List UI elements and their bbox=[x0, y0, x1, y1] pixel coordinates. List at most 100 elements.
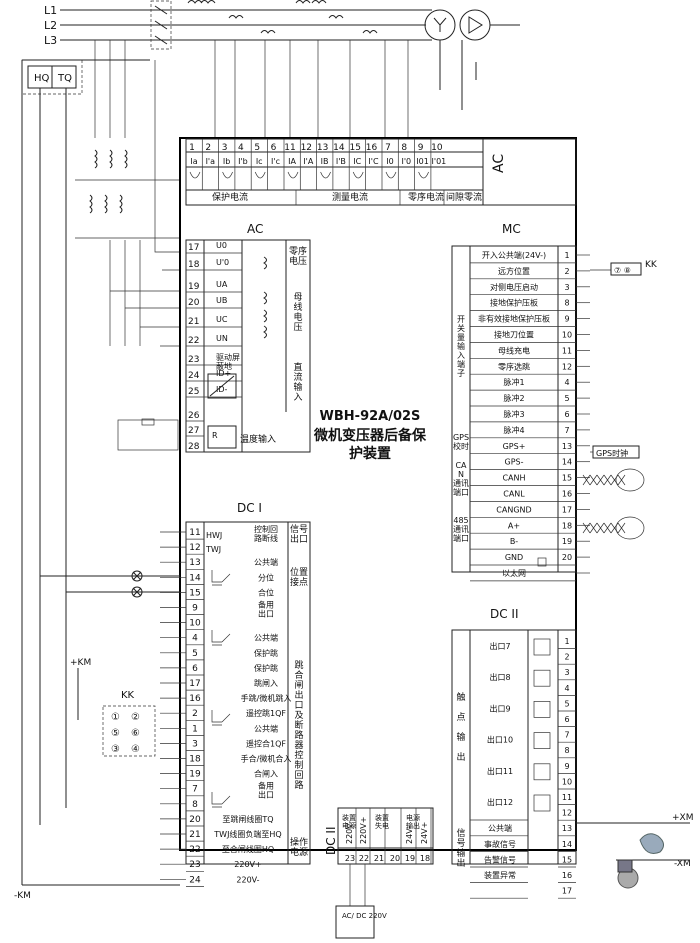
dc1-signal-4: 合位 bbox=[258, 587, 274, 597]
mc-signal-3: 接地保护压板 bbox=[490, 298, 538, 308]
dc2-terminal-8: 8 bbox=[564, 746, 569, 755]
dc2-terminal-12: 12 bbox=[562, 809, 572, 818]
ac-top-terminal-11: 11 bbox=[284, 143, 295, 153]
mc-signal-10: 脉冲3 bbox=[503, 409, 524, 419]
ac-left-signal-0: U0 bbox=[216, 241, 227, 250]
dc1-terminal-18-15: 18 bbox=[189, 755, 201, 765]
ac-top-group-3: 间隙零流 bbox=[446, 191, 482, 203]
dc1-signal-5: 备用出口 bbox=[258, 600, 274, 619]
ac-left-group-1: 母线电压 bbox=[293, 292, 302, 333]
dc2-signal-6: 出口10 bbox=[487, 735, 513, 745]
ac-left-group-2: 直流输入 bbox=[293, 361, 302, 403]
dc1-group-2: 跳合闸出口及断路器控制回路 bbox=[294, 659, 303, 791]
dc1-terminal-10-6: 10 bbox=[189, 619, 201, 629]
mc-signal-4: 非有效接地保护压板 bbox=[478, 314, 550, 324]
ac-top-terminal-9: 9 bbox=[418, 143, 424, 153]
mc-terminal-9: 9 bbox=[564, 315, 569, 324]
dc1-signal-2: 公共端 bbox=[254, 557, 278, 567]
dc2-label: DC II bbox=[490, 607, 519, 621]
ac-top-group-0: 保护电流 bbox=[212, 191, 248, 203]
ac-top-terminal-6: 6 bbox=[271, 143, 277, 153]
dc1-signal-3: 分位 bbox=[258, 572, 274, 582]
dc2-terminal-4: 4 bbox=[564, 684, 569, 693]
phase-label-l1: L1 bbox=[44, 4, 57, 17]
dc2-terminal-16: 16 bbox=[562, 871, 572, 880]
mc-signal-15: CANL bbox=[503, 490, 525, 499]
ac-top-terminal-4: 4 bbox=[238, 143, 244, 153]
dc1-terminal-17-10: 17 bbox=[189, 679, 200, 689]
dc1-terminal-14-3: 14 bbox=[189, 573, 201, 583]
mc-signal-9: 脉冲2 bbox=[503, 393, 524, 403]
ac-top-signal-14: I01 bbox=[416, 157, 429, 166]
ac-left-terminal-17: 17 bbox=[188, 243, 199, 253]
dc2-signal-12: 公共端 bbox=[488, 823, 512, 833]
mc-signal-1: 远方位置 bbox=[498, 266, 530, 276]
mc-terminal-13: 13 bbox=[562, 442, 572, 451]
ac-top-signal-8: IB bbox=[321, 157, 329, 166]
kk-contact-3: ③ bbox=[111, 744, 120, 755]
dc1-terminal-20-19: 20 bbox=[189, 815, 201, 825]
mc-terminal-19: 19 bbox=[562, 537, 572, 546]
mc-signal-12: GPS+ bbox=[503, 442, 526, 451]
km-minus-label: -KM bbox=[14, 891, 31, 901]
ac-top-signal-12: I0 bbox=[386, 157, 393, 166]
ac-top-signal-2: Ib bbox=[223, 157, 230, 166]
dc2-bottom-signal-0: 220V- bbox=[345, 821, 354, 844]
dc1-signal-7: 公共端 bbox=[254, 633, 278, 643]
mc-terminal-1: 1 bbox=[564, 251, 569, 260]
mc-terminal-14: 14 bbox=[562, 458, 572, 467]
dc1-terminal-5-8: 5 bbox=[192, 649, 198, 659]
mc-terminal-2: 2 bbox=[564, 267, 569, 276]
mc-signal-6: 母线充电 bbox=[498, 345, 530, 355]
mc-terminal-12: 12 bbox=[562, 362, 572, 371]
horn-icon bbox=[639, 833, 664, 854]
dc2-bottom-terminal-21: 21 bbox=[374, 854, 384, 863]
ac-left-terminal-28: 28 bbox=[188, 442, 200, 452]
gps-clock-label: GPS时钟 bbox=[596, 448, 628, 458]
ac-top-terminal-1: 1 bbox=[189, 143, 195, 153]
dc1-signal-9: 保护跳 bbox=[254, 663, 278, 673]
mc-signal-5: 接地刀位置 bbox=[494, 330, 534, 340]
ac-left-terminal-23: 23 bbox=[188, 355, 199, 365]
ac-top-signal-0: Ia bbox=[190, 157, 197, 166]
mc-signal-2: 对侧电压启动 bbox=[490, 282, 538, 292]
dc2-signal-14: 告警信号 bbox=[484, 854, 516, 864]
ac-top-label: AC bbox=[491, 154, 507, 173]
ac-left-terminal-19: 19 bbox=[188, 282, 200, 292]
hq-tq-coils: HQ TQ bbox=[21, 59, 150, 885]
ac-top-signal-5: I'c bbox=[271, 157, 280, 166]
dc1-signal-0: 控制回路断线 bbox=[254, 524, 278, 543]
ac-left-signal-4: UC bbox=[216, 315, 228, 324]
ac-top-terminal-3: 3 bbox=[222, 143, 228, 153]
kk-contact-4: ④ bbox=[131, 744, 140, 755]
dc1-signal-23: 220V- bbox=[236, 875, 259, 884]
acdc-label: AC/ DC 220V bbox=[342, 912, 387, 920]
ac-left-terminal-25: 25 bbox=[188, 387, 199, 397]
mc-group-0: 开关量输入端子 bbox=[457, 315, 465, 378]
mc-signal-11: 脉冲4 bbox=[503, 425, 524, 435]
kk-switch: KK ① ② ⑤ ⑥ ③ ④ bbox=[102, 690, 156, 757]
dc1-signal-12: 遥控跳1QF bbox=[246, 708, 286, 718]
ac-top-signal-1: I'a bbox=[206, 157, 216, 166]
mc-signal-18: B- bbox=[510, 537, 518, 546]
kk-label: KK bbox=[121, 690, 135, 701]
ac-left-signal-5: UN bbox=[216, 334, 228, 343]
dc2-terminal-5: 5 bbox=[564, 699, 569, 708]
mc-signal-8: 脉冲1 bbox=[503, 377, 524, 387]
svg-text:R: R bbox=[212, 431, 218, 440]
current-transformer-symbols bbox=[75, 0, 409, 451]
gps-clock-box bbox=[592, 445, 640, 459]
dc2-signal-8: 出口11 bbox=[487, 766, 513, 776]
dc2-bottom-label: DC II bbox=[324, 826, 338, 855]
dc1-terminal-7-17: 7 bbox=[192, 785, 198, 795]
dc2-signal-0: 出口7 bbox=[489, 641, 510, 651]
dc1-terminal-22-21: 22 bbox=[189, 845, 200, 855]
mc-terminal-5: 5 bbox=[564, 394, 569, 403]
ac-left-group-3: 温度输入 bbox=[240, 433, 276, 445]
dc1-signal-11: 手跳/微机跳入 bbox=[241, 693, 292, 703]
